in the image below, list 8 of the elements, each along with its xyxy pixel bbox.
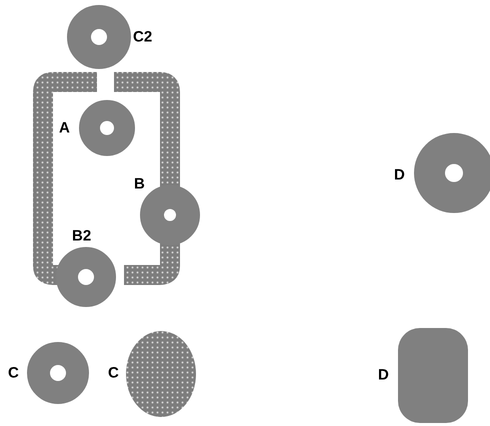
pad-label: C bbox=[108, 364, 119, 382]
pad-label: C2 bbox=[133, 28, 152, 46]
pad-label: A bbox=[59, 120, 70, 136]
pad-label: D bbox=[378, 366, 389, 384]
pad-label: D bbox=[394, 166, 405, 184]
pad-label: B2 bbox=[72, 228, 92, 244]
pad-label: C bbox=[8, 364, 19, 382]
pad-label: B bbox=[134, 176, 145, 192]
